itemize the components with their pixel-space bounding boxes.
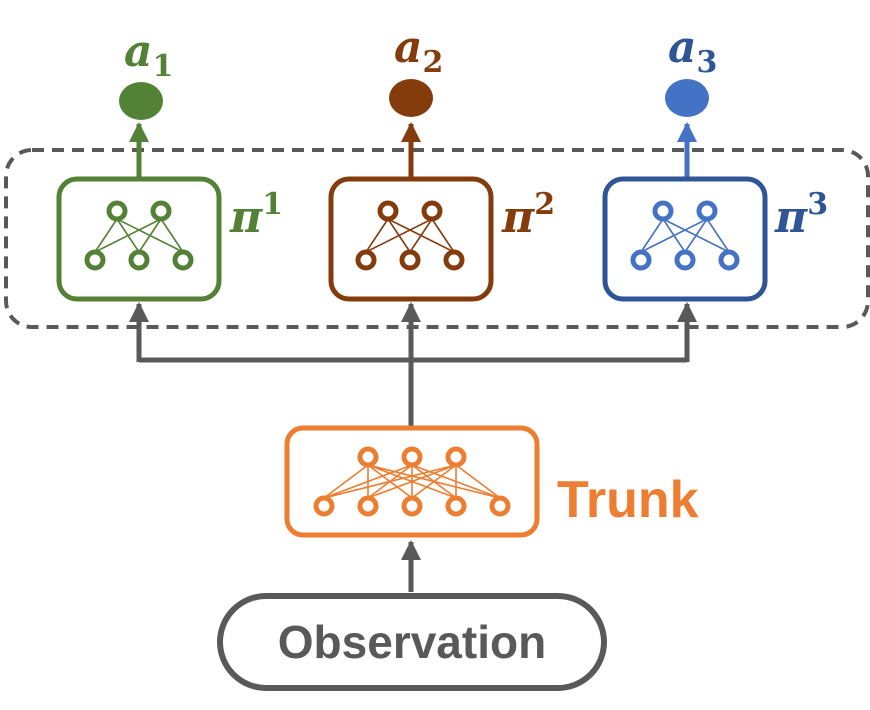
- network-edge: [365, 218, 389, 253]
- network-edge: [455, 464, 501, 499]
- network-edge: [367, 464, 457, 499]
- trunk-label: Trunk: [557, 471, 699, 529]
- action-3-node: [665, 79, 709, 117]
- network-node: [313, 495, 335, 517]
- policy-2-neural-network-icon: [355, 200, 465, 271]
- action-1-node: [119, 82, 163, 120]
- network-node: [357, 446, 379, 468]
- network-edge: [160, 218, 184, 253]
- observation-label: Observation: [278, 616, 546, 668]
- network-node: [445, 446, 467, 468]
- network-edge: [431, 218, 455, 253]
- network-edge: [323, 464, 457, 499]
- network-node: [401, 446, 423, 468]
- network-node: [401, 495, 423, 517]
- network-edge: [323, 464, 413, 499]
- policy-3-box: [602, 176, 768, 302]
- network-edge: [411, 464, 457, 499]
- network-node: [696, 200, 718, 222]
- trunk-neural-network-icon: [313, 446, 511, 517]
- network-edge: [409, 218, 433, 253]
- network-node: [128, 249, 150, 271]
- policy-1-label: π1: [229, 187, 283, 243]
- network-edge: [640, 218, 664, 253]
- network-edge: [94, 218, 162, 253]
- network-node: [150, 200, 172, 222]
- network-edge: [94, 218, 118, 253]
- network-node: [421, 200, 443, 222]
- network-node: [357, 495, 379, 517]
- network-node: [377, 200, 399, 222]
- action-2-node: [389, 79, 433, 117]
- policy-1-neural-network-icon: [84, 200, 194, 271]
- policy-2-box: [328, 176, 494, 302]
- network-edge: [138, 218, 162, 253]
- action-2-label: a2: [394, 22, 443, 80]
- policy-3-neural-network-icon: [630, 200, 740, 271]
- network-node: [106, 200, 128, 222]
- network-node: [674, 249, 696, 271]
- action-1-label: a1: [124, 26, 173, 84]
- observation-pill: [217, 593, 607, 691]
- network-edge: [323, 464, 369, 499]
- network-node: [718, 249, 740, 271]
- network-node: [489, 495, 511, 517]
- network-edge: [640, 218, 708, 253]
- policy-3-label: π3: [774, 187, 828, 243]
- network-node: [355, 249, 377, 271]
- network-node: [172, 249, 194, 271]
- network-node: [445, 495, 467, 517]
- network-edge: [706, 218, 730, 253]
- network-edge: [365, 218, 433, 253]
- policy-1-box: [56, 176, 222, 302]
- policy-2-label: π2: [501, 187, 555, 243]
- network-edge: [684, 218, 708, 253]
- action-3-label: a3: [668, 22, 717, 80]
- network-node: [630, 249, 652, 271]
- policy-heads-group: [4, 148, 870, 329]
- network-node: [399, 249, 421, 271]
- network-node: [652, 200, 674, 222]
- network-node: [443, 249, 465, 271]
- network-node: [84, 249, 106, 271]
